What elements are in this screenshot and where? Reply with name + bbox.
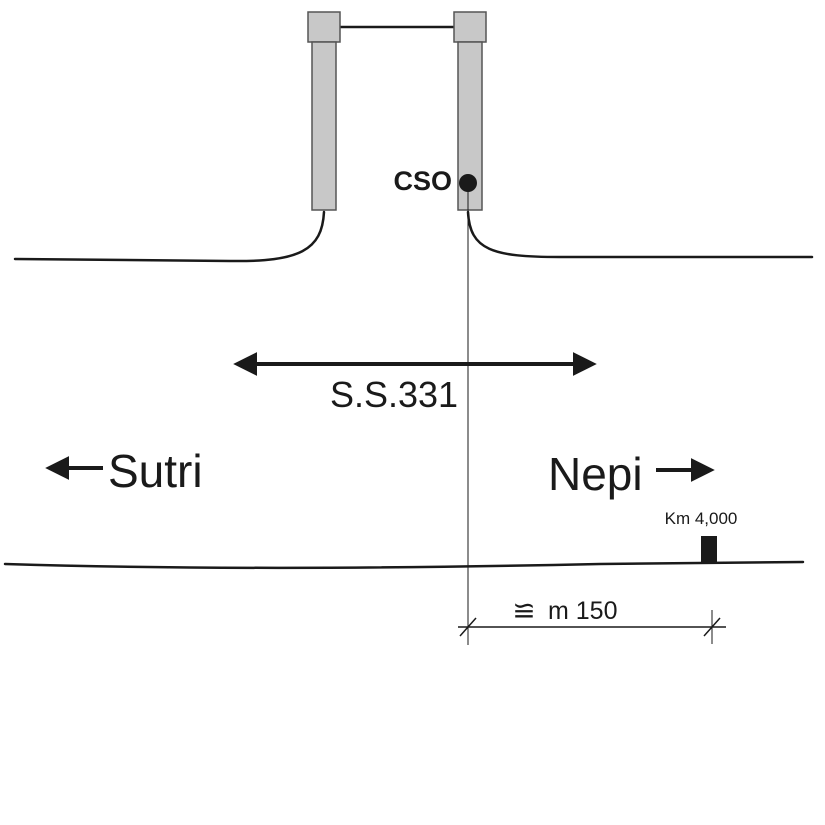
road-name-label: S.S.331 xyxy=(330,374,458,415)
upper-road-edge-left xyxy=(13,210,326,263)
west-destination-label: Sutri xyxy=(108,445,203,497)
dimension-tick-left xyxy=(459,617,477,637)
milestone-label: Km 4,000 xyxy=(665,509,738,528)
distance-approx-symbol: ≌ xyxy=(512,595,535,626)
distance-label: m 150 xyxy=(548,597,617,625)
distance-dimension xyxy=(458,610,726,644)
east-destination-label: Nepi xyxy=(548,448,643,500)
upper-road-edge-right xyxy=(466,210,814,259)
left-pillar xyxy=(311,41,337,211)
left-pillar-cap xyxy=(307,11,341,43)
right-pillar-cap xyxy=(453,11,487,43)
station-label: CSO xyxy=(393,166,452,196)
milestone-marker xyxy=(701,536,717,563)
lower-road-edge xyxy=(3,560,805,570)
